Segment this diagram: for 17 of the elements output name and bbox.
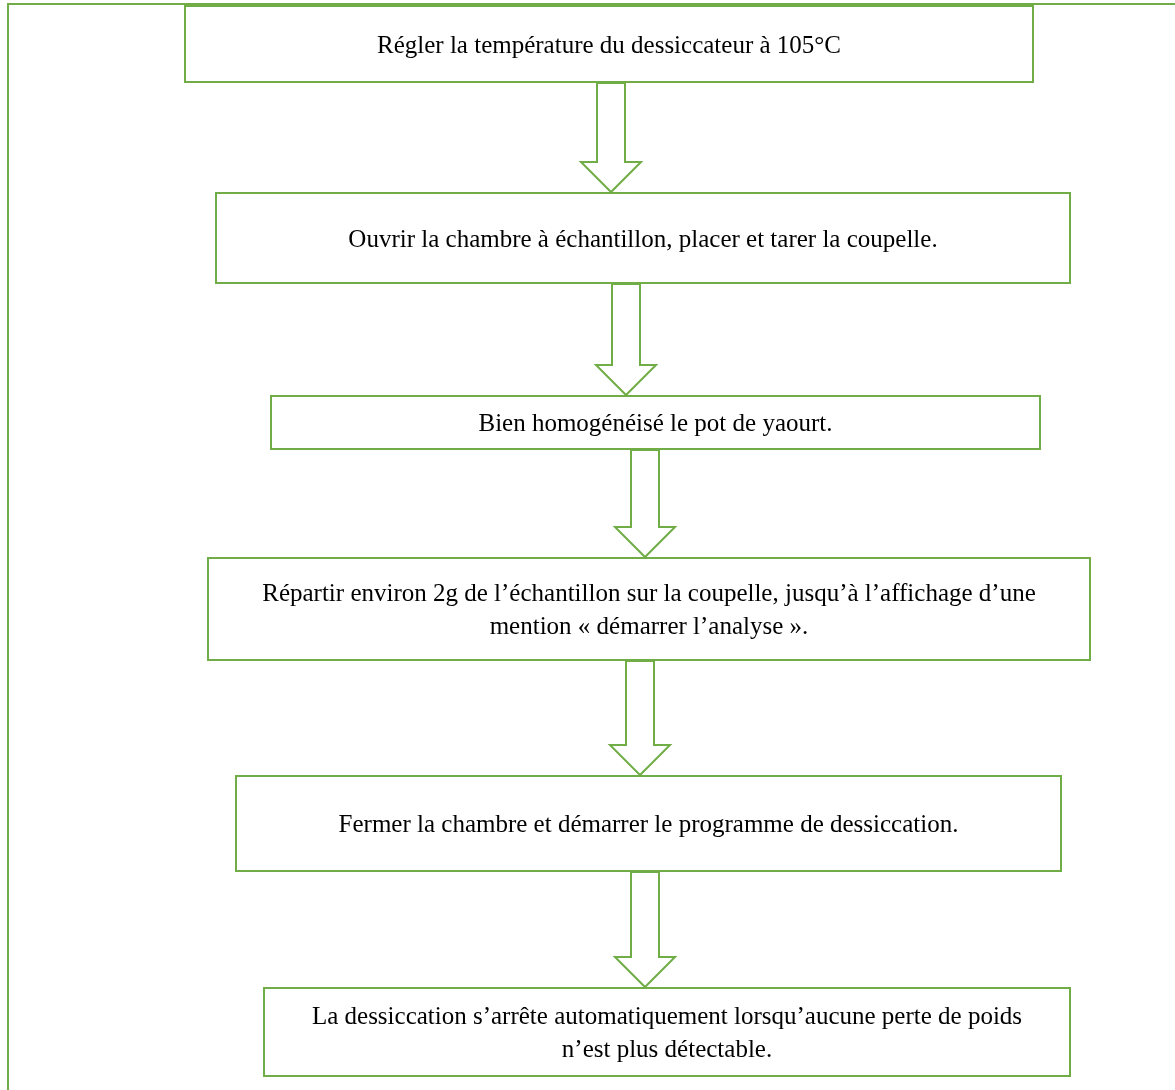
block-arrow	[593, 283, 659, 397]
block-arrow	[607, 660, 673, 777]
process-box	[263, 987, 1071, 1077]
step-text: Ouvrir la chambre à échantillon, placer et tarer la coupelle.	[348, 223, 938, 254]
step-text: Bien homogénéisé le pot de yaourt.	[478, 408, 833, 438]
block-arrow	[612, 871, 678, 989]
step-text: Répartir environ 2g de l’échantillon sur la coupelle, jusqu’à l’affichage d’une mention « démarrer l’analyse ».	[261, 578, 1037, 641]
block-arrow	[612, 449, 678, 559]
step-text: La dessiccation s’arrête automatiquement lorsqu’aucune perte de poids n’est plus détectable.	[310, 1001, 1024, 1064]
block-arrow	[578, 82, 644, 194]
process-box	[207, 557, 1091, 661]
process-box	[215, 192, 1071, 284]
process-box	[235, 775, 1062, 872]
step-text: Régler la température du dessiccateur à 105°C	[377, 29, 841, 60]
process-box	[270, 395, 1041, 450]
step-text: Fermer la chambre et démarrer le programme de dessiccation.	[338, 809, 959, 839]
process-box	[184, 5, 1034, 83]
